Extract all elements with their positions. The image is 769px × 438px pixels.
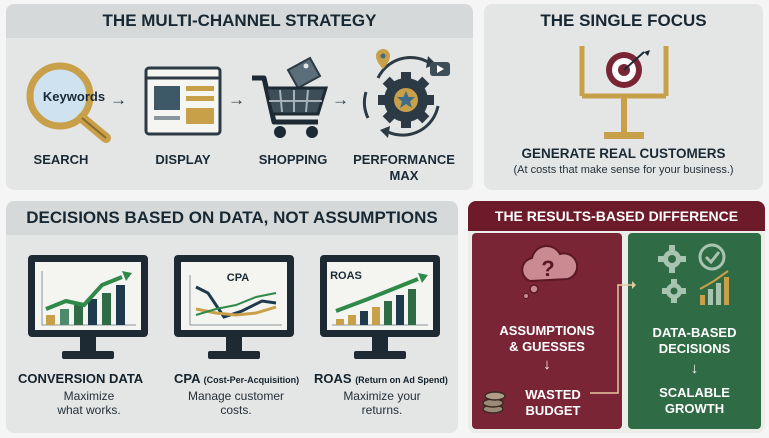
single-focus-panel: THE SINGLE FOCUS GENERATE REAL CUSTOMERS… bbox=[484, 4, 763, 190]
gear-cycle-icon bbox=[362, 49, 450, 138]
results-title: THE RESULTS-BASED DIFFERENCE bbox=[468, 201, 765, 231]
conversion-chart-monitor-icon bbox=[28, 255, 148, 359]
channel-performance-label-2: MAX bbox=[389, 168, 419, 183]
arrow-down-icon: ↓ bbox=[690, 360, 699, 377]
arrow-right-icon: → bbox=[228, 90, 245, 109]
scalable-line2: GROWTH bbox=[664, 401, 725, 416]
multi-channel-panel: THE MULTI-CHANNEL STRATEGY Keywords SEAR… bbox=[6, 4, 473, 190]
question-cloud-icon: ? bbox=[521, 244, 578, 299]
single-focus-headline: GENERATE REAL CUSTOMERS bbox=[521, 146, 726, 161]
browser-window-icon bbox=[144, 66, 222, 136]
cpa-screen-label: CPA bbox=[227, 272, 249, 284]
channel-display-label: DISPLAY bbox=[155, 152, 211, 167]
arrow-right-icon: → bbox=[110, 90, 127, 109]
shopping-cart-icon bbox=[252, 56, 329, 138]
data-decisions-column: DATA-BASED DECISIONS ↓ SCALABLE GROWTH bbox=[628, 233, 761, 429]
svg-text:?: ? bbox=[541, 256, 554, 281]
arrow-right-icon: → bbox=[332, 90, 349, 109]
decisions-panel: DECISIONS BASED ON DATA, NOT ASSUMPTIONS… bbox=[6, 201, 458, 433]
metric-roas-label: ROAS (Return on Ad Spend) bbox=[314, 371, 448, 386]
scalable-line1: SCALABLE bbox=[659, 385, 730, 400]
cpa-chart-monitor-icon: CPA bbox=[174, 255, 294, 359]
connector-arrow-icon bbox=[590, 281, 636, 394]
assumptions-column: ? ASSUMPTIONS & GUESSES ↓ WASTED BUDGET bbox=[472, 233, 622, 429]
roas-screen-label: ROAS bbox=[330, 270, 362, 282]
arrow-down-icon: ↓ bbox=[543, 356, 551, 373]
metric-cpa-label: CPA (Cost-Per-Acquisition) bbox=[174, 371, 300, 386]
channel-performance-label-1: PERFORMANCE bbox=[353, 152, 455, 167]
data-decisions-line1: DATA-BASED bbox=[652, 325, 737, 340]
wasted-line2: BUDGET bbox=[525, 403, 581, 418]
metric-conversion-label: CONVERSION DATA bbox=[18, 371, 144, 386]
channel-search-label: SEARCH bbox=[33, 152, 89, 167]
magnifier-keywords-icon: Keywords bbox=[26, 62, 111, 143]
search-keywords-text: Keywords bbox=[43, 89, 105, 104]
roas-chart-monitor-icon: ROAS bbox=[320, 255, 440, 359]
target-goalpost-icon bbox=[579, 46, 669, 139]
wasted-line1: WASTED bbox=[525, 387, 581, 402]
assumptions-line1: ASSUMPTIONS bbox=[499, 323, 595, 338]
channel-shopping-label: SHOPPING bbox=[258, 152, 328, 167]
multi-channel-title: THE MULTI-CHANNEL STRATEGY bbox=[6, 4, 473, 38]
data-decisions-line2: DECISIONS bbox=[658, 341, 731, 356]
assumptions-line2: & GUESSES bbox=[509, 339, 585, 354]
single-focus-title: THE SINGLE FOCUS bbox=[540, 11, 707, 30]
results-panel: THE RESULTS-BASED DIFFERENCE ? ASSUMPTIO… bbox=[468, 201, 765, 433]
coins-icon bbox=[482, 391, 506, 414]
decisions-title: DECISIONS BASED ON DATA, NOT ASSUMPTIONS bbox=[6, 201, 458, 235]
gears-check-chart-icon bbox=[658, 243, 729, 305]
single-focus-subline: (At costs that make sense for your busin… bbox=[513, 164, 734, 176]
